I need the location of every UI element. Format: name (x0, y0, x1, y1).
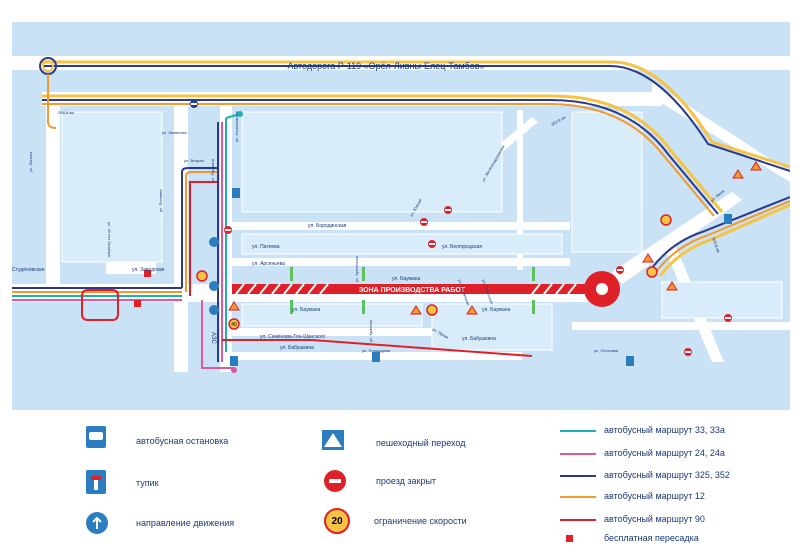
road-closed-icon (684, 348, 692, 356)
warning-icon (750, 161, 762, 171)
legend-route-12: автобусный маршрут 12 (604, 491, 705, 501)
warning-icon (466, 305, 478, 315)
svg-text:ул. Вторая: ул. Вторая (184, 158, 204, 163)
route-90-line (560, 519, 596, 521)
route-325-line (560, 475, 596, 477)
warning-icon (228, 301, 240, 311)
svg-text:ул. Бабушкина: ул. Бабушкина (280, 345, 314, 351)
svg-text:ул. Баумана: ул. Баумана (482, 307, 511, 313)
bus-stop-icon (230, 356, 238, 366)
main-street-routes (12, 113, 790, 369)
legend-dead-end: тупик (136, 478, 159, 488)
svg-text:ул. Баумана: ул. Баумана (292, 307, 321, 313)
legend-direction: направление движения (136, 518, 235, 528)
speed-limit-icon: 40 (228, 318, 240, 330)
legend: автобусная остановка тупик направление д… (0, 418, 800, 559)
highway-label: Автодорога Р-119 «Орёл-Ливны-Елец-Тамбов… (287, 61, 484, 71)
svg-text:ул. Патеева: ул. Патеева (252, 244, 280, 250)
route-12-line (560, 496, 596, 498)
speed-limit-icon (660, 214, 672, 226)
warning-icon (410, 305, 422, 315)
transfer-points (134, 270, 151, 307)
route-endpoint (231, 367, 237, 373)
legend-route-325: автобусный маршрут 325, 352 (604, 470, 730, 480)
route-map: ЗОНА ПРОИЗВОДСТВА РАБОТ 40 (12, 22, 790, 410)
route-33-line (560, 430, 596, 432)
bus-stop-icon (86, 426, 106, 448)
legend-route-24: автобусный маршрут 24, 24а (604, 448, 725, 458)
speed-limit-icon (196, 270, 208, 282)
road-closed-icon (224, 226, 232, 234)
route-endpoint (237, 111, 243, 117)
svg-text:ул. Кузнечная: ул. Кузнечная (354, 256, 359, 282)
bus-stop-icon (232, 188, 240, 198)
direction-icon (209, 237, 219, 247)
svg-text:ул. Бабушкина: ул. Бабушкина (462, 336, 496, 342)
dead-end-icon (86, 470, 106, 494)
svg-text:40: 40 (231, 322, 237, 328)
legend-crosswalk: пешеходный переход (376, 438, 466, 448)
road-closed-icon (616, 266, 624, 274)
svg-text:ул. 40 лет Октября: ул. 40 лет Октября (107, 222, 112, 257)
speed-limit-value: 20 (331, 516, 343, 527)
speed-limit-icon (324, 508, 350, 534)
crosswalk-icon (322, 430, 344, 450)
svg-text:ул. Площадная: ул. Площадная (362, 348, 390, 353)
svg-text:ул. Белгородская: ул. Белгородская (442, 244, 482, 250)
warning-icon (732, 169, 744, 179)
legend-bus-stop: автобусная остановка (136, 436, 229, 446)
direction-icon (86, 512, 108, 534)
svg-text:ул. Почтовая: ул. Почтовая (594, 348, 618, 353)
legend-speed-limit: ограничение скорости (374, 516, 467, 526)
svg-text:ул. Арсеньева: ул. Арсеньева (252, 261, 285, 267)
road-closed-icon (444, 206, 452, 214)
svg-text:ул. Пушкина: ул. Пушкина (210, 158, 215, 182)
svg-text:АЗС: АЗС (210, 332, 216, 344)
svg-text:ул. Бородинская: ул. Бородинская (308, 223, 347, 229)
direction-icon (209, 305, 219, 315)
road-closed-icon (724, 314, 732, 322)
svg-text:ул. Заводская: ул. Заводская (132, 267, 165, 273)
svg-text:303-й км: 303-й км (711, 237, 721, 254)
legend-route-90: автобусный маршрут 90 (604, 514, 705, 524)
svg-text:Студёновская: Студёновская (12, 267, 45, 273)
route-24-line (560, 453, 596, 455)
road-closed-signs (190, 100, 732, 356)
direction-signs (209, 237, 219, 315)
speed-limit-icon (646, 266, 658, 278)
road-closed-icon (428, 240, 436, 248)
highway-routes (39, 57, 790, 217)
bus-stop-icon (724, 214, 732, 224)
legend-road-closed: проезд закрыт (376, 476, 437, 486)
road-closed-icon (420, 218, 428, 226)
warning-icon (666, 281, 678, 291)
road-closed-icon (324, 470, 346, 492)
bus-stops (230, 188, 732, 366)
legend-transfer: бесплатная пересадка (604, 533, 699, 543)
speed-limit-signs: 40 (196, 214, 672, 330)
svg-text:ул. Баумана: ул. Баумана (392, 276, 421, 282)
warning-signs (228, 161, 762, 315)
speed-limit-icon (426, 304, 438, 316)
svg-text:ул. Ленина: ул. Ленина (28, 151, 33, 172)
bus-stop-icon (372, 352, 380, 362)
svg-text:298-й км: 298-й км (58, 110, 74, 115)
work-zone-label: ЗОНА ПРОИЗВОДСТВА РАБОТ (359, 287, 466, 294)
bus-stop-icon (626, 356, 634, 366)
svg-text:ул. Семёнова-Тян-Шанского: ул. Семёнова-Тян-Шанского (260, 334, 326, 340)
svg-text:ул. Шевченко: ул. Шевченко (162, 130, 188, 135)
svg-text:ул. Полевая: ул. Полевая (158, 189, 163, 212)
transfer-icon (566, 535, 573, 542)
svg-text:ул. Космонавтов: ул. Космонавтов (234, 111, 239, 142)
road-closed-icon (190, 100, 198, 108)
work-zone: ЗОНА ПРОИЗВОДСТВА РАБОТ (232, 271, 620, 307)
detour-arrows (290, 267, 535, 314)
direction-icon (209, 281, 219, 291)
legend-route-33: автобусный маршрут 33, 33а (604, 425, 725, 435)
svg-text:ул. Красная: ул. Красная (368, 320, 373, 342)
warning-icon (642, 253, 654, 263)
